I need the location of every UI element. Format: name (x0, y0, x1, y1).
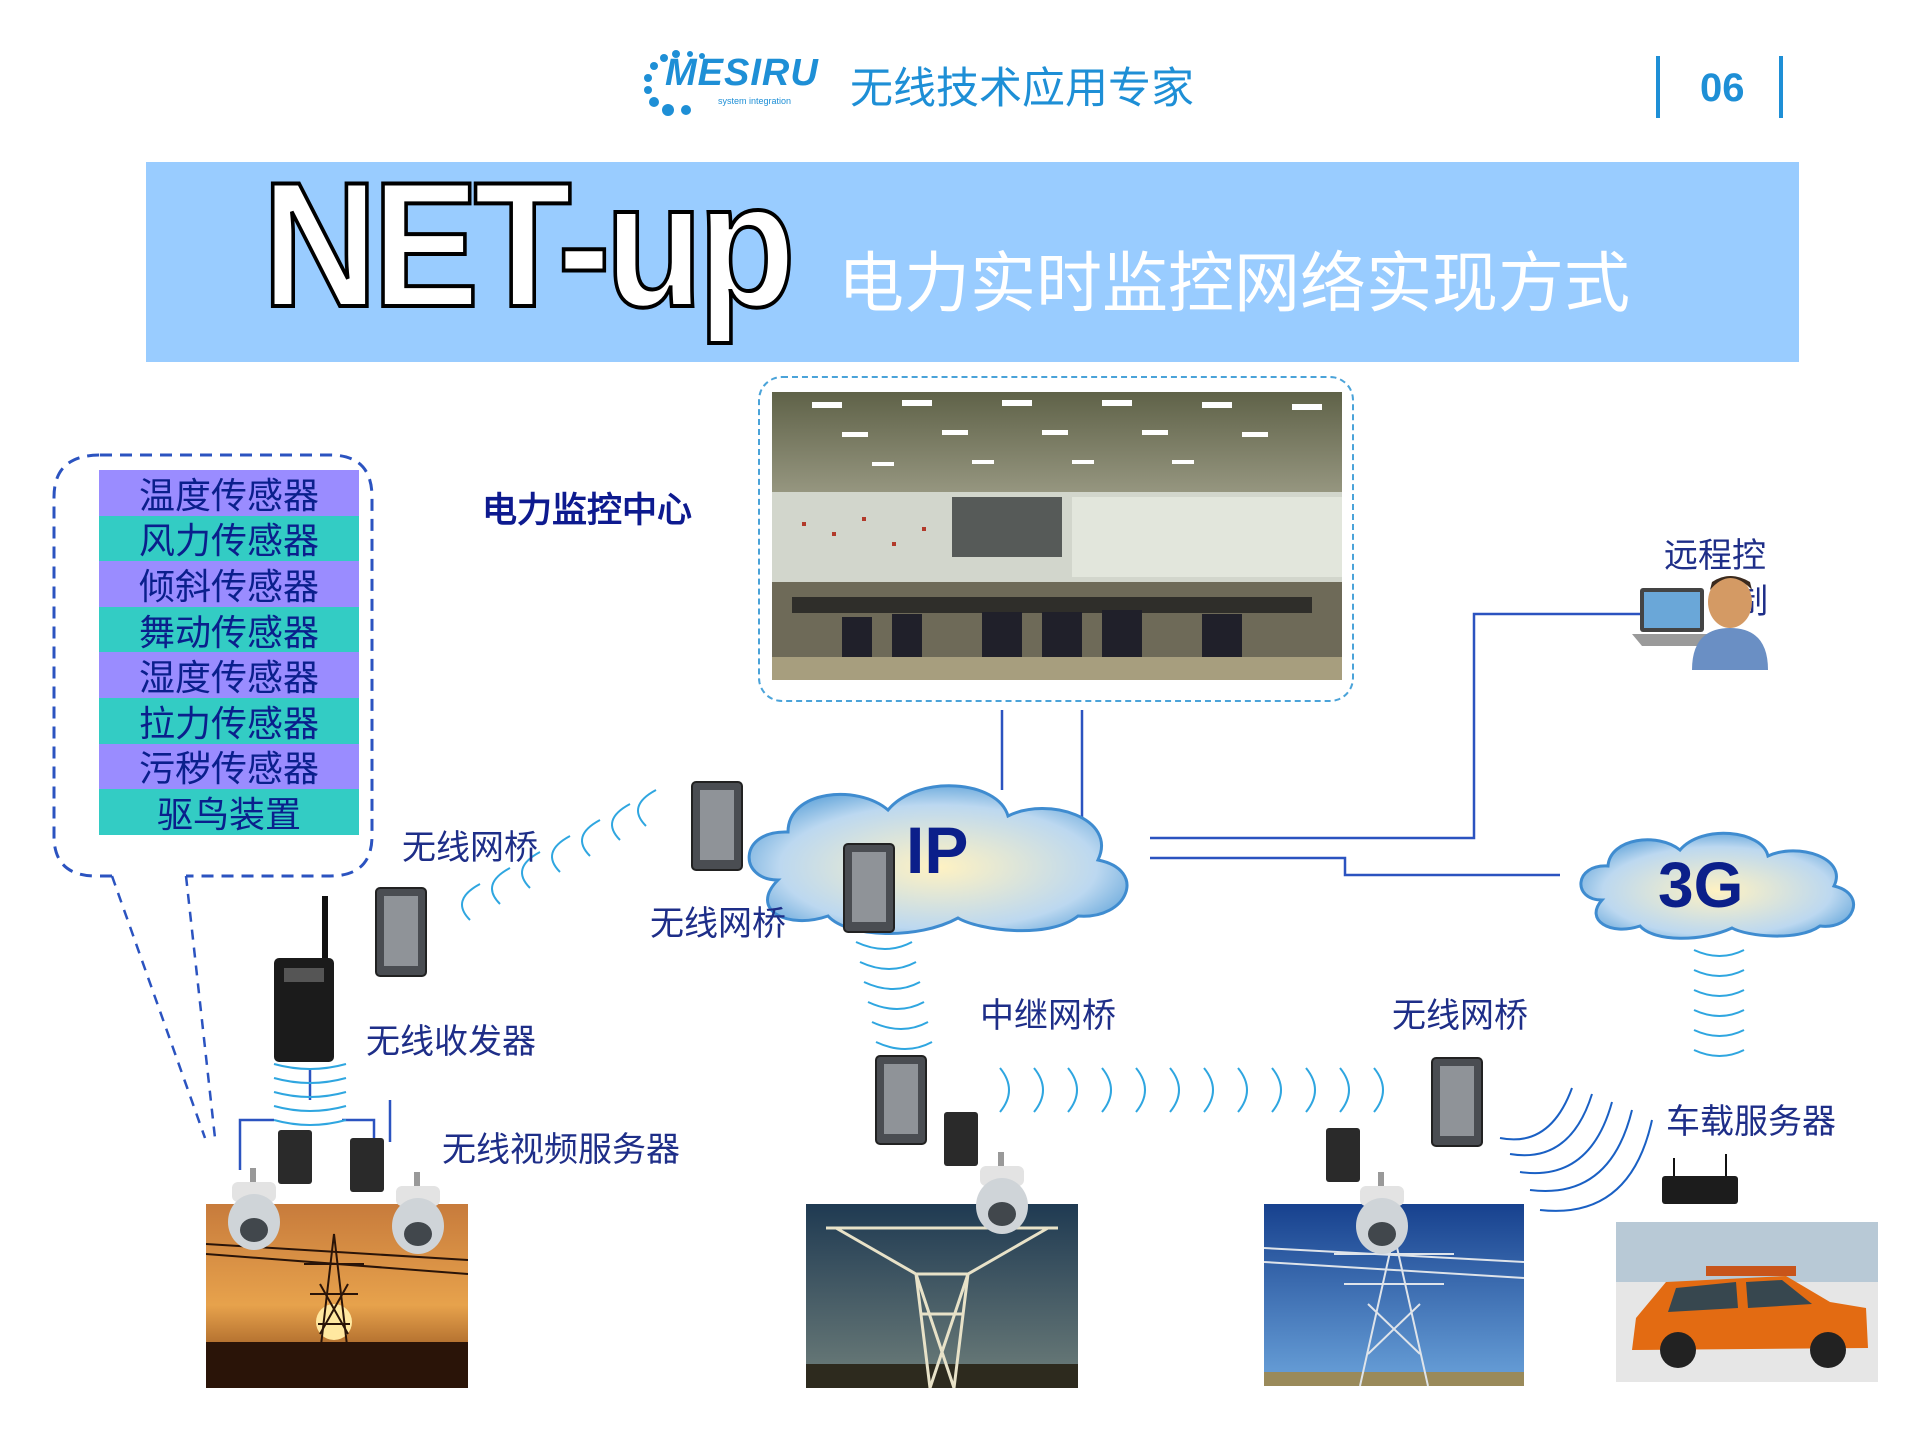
brand-title: NET-up (260, 145, 797, 344)
page-number-bar-right (1779, 56, 1783, 118)
dome-camera-icon (228, 1168, 280, 1250)
monitor-center-frame (758, 376, 1354, 702)
page-number: 06 (1700, 66, 1745, 110)
remote-control-label-line1: 远程控 (1664, 536, 1766, 576)
service-vehicle-photo (1616, 1222, 1878, 1382)
sensor-item: 倾斜传感器 (99, 561, 359, 608)
sensor-item: 温度传感器 (99, 470, 359, 517)
video-server-label: 无线视频服务器 (442, 1130, 680, 1170)
page-number-bar-left (1656, 56, 1660, 118)
monitor-center-label: 电力监控中心 (482, 491, 693, 531)
callout-bubble (52, 453, 374, 878)
bridge-right-label: 无线网桥 (1392, 996, 1528, 1036)
video-server-icon (1326, 1128, 1360, 1182)
bridge-left-label: 无线网桥 (402, 828, 538, 868)
control-room-photo (772, 392, 1342, 680)
sensor-item: 风力传感器 (99, 515, 359, 562)
video-server-icon (944, 1112, 978, 1166)
3g-cloud-label: 3G (1658, 849, 1744, 921)
tagline: 无线技术应用专家 (850, 64, 1194, 114)
logo-subtext: system integration (718, 96, 792, 106)
bridge-device-icon (375, 887, 427, 977)
video-server-icon (350, 1138, 384, 1192)
header: MESIRU system integration 无线技术应用专家 06 (0, 0, 1920, 140)
bridge-center-label: 无线网桥 (650, 904, 786, 944)
relay-bridge-label: 中继网桥 (980, 996, 1116, 1036)
bridge-device-icon (875, 1055, 927, 1145)
dome-camera-icon (976, 1152, 1028, 1234)
video-server-icon (278, 1130, 312, 1184)
vehicle-server-label: 车载服务器 (1666, 1102, 1836, 1142)
transceiver-device-icon (274, 896, 334, 1062)
transceiver-label: 无线收发器 (366, 1022, 536, 1062)
page-subtitle: 电力实时监控网络实现方式 (838, 245, 1630, 322)
dome-camera-icon (1356, 1172, 1408, 1254)
tower-blue-sky-photo (1264, 1204, 1524, 1386)
ip-cloud-label: IP (906, 813, 969, 887)
bridge-device-icon (1431, 1057, 1483, 1147)
tower-night-photo (806, 1204, 1078, 1388)
logo-text: MESIRU (665, 52, 819, 94)
operator-laptop-icon (1632, 576, 1768, 670)
sensor-item: 污秽传感器 (99, 743, 359, 790)
logo-dots-icon (644, 50, 705, 116)
sensor-list: 温度传感器 风力传感器 倾斜传感器 舞动传感器 湿度传感器 拉力传感器 污秽传感… (99, 470, 359, 836)
sensor-item: 驱鸟装置 (99, 789, 359, 836)
3g-cloud-icon (1579, 831, 1855, 940)
dome-camera-icon (392, 1172, 444, 1254)
bridge-device-icon (843, 843, 895, 933)
sensor-item: 湿度传感器 (99, 652, 359, 699)
sensor-item: 拉力传感器 (99, 697, 359, 745)
bridge-device-icon (691, 781, 743, 871)
title-band (146, 162, 1799, 362)
sensor-item: 舞动传感器 (99, 606, 359, 654)
vehicle-server-icon (1662, 1154, 1738, 1204)
